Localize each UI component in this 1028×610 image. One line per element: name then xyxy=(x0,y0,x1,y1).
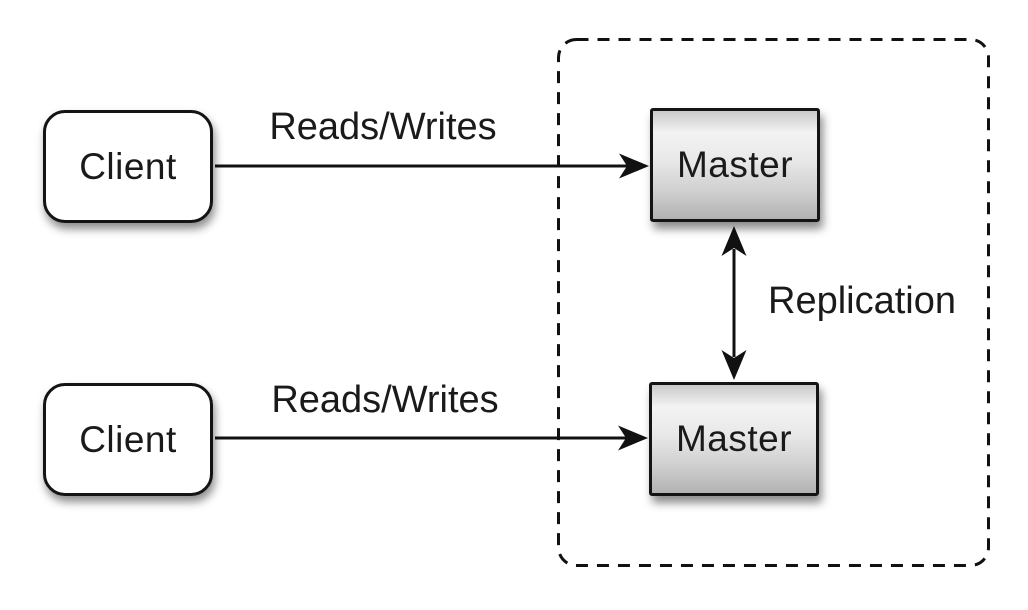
reads-writes-arrow-top xyxy=(215,153,649,179)
reads-writes-arrow-bottom xyxy=(215,425,648,451)
arrowhead-right-icon xyxy=(619,153,649,179)
node-master-bottom-label: Master xyxy=(675,418,793,459)
arrowhead-down-icon xyxy=(721,350,747,380)
node-client-bottom: Client xyxy=(43,383,213,496)
edge-label-reads-writes-top: Reads/Writes xyxy=(269,106,497,148)
node-master-bottom: Master xyxy=(649,382,819,496)
arrowhead-up-icon xyxy=(721,226,747,256)
node-master-top-label: Master xyxy=(676,144,794,185)
replication-cluster-border xyxy=(557,38,990,567)
node-client-bottom-label: Client xyxy=(79,418,177,460)
edge-label-replication: Replication xyxy=(768,280,956,322)
replication-arrow xyxy=(721,226,747,380)
node-client-top: Client xyxy=(43,110,213,223)
edge-label-reads-writes-bottom: Reads/Writes xyxy=(271,379,499,421)
node-master-top: Master xyxy=(650,108,820,222)
arrowhead-right-icon xyxy=(618,425,648,451)
node-client-top-label: Client xyxy=(79,145,177,187)
